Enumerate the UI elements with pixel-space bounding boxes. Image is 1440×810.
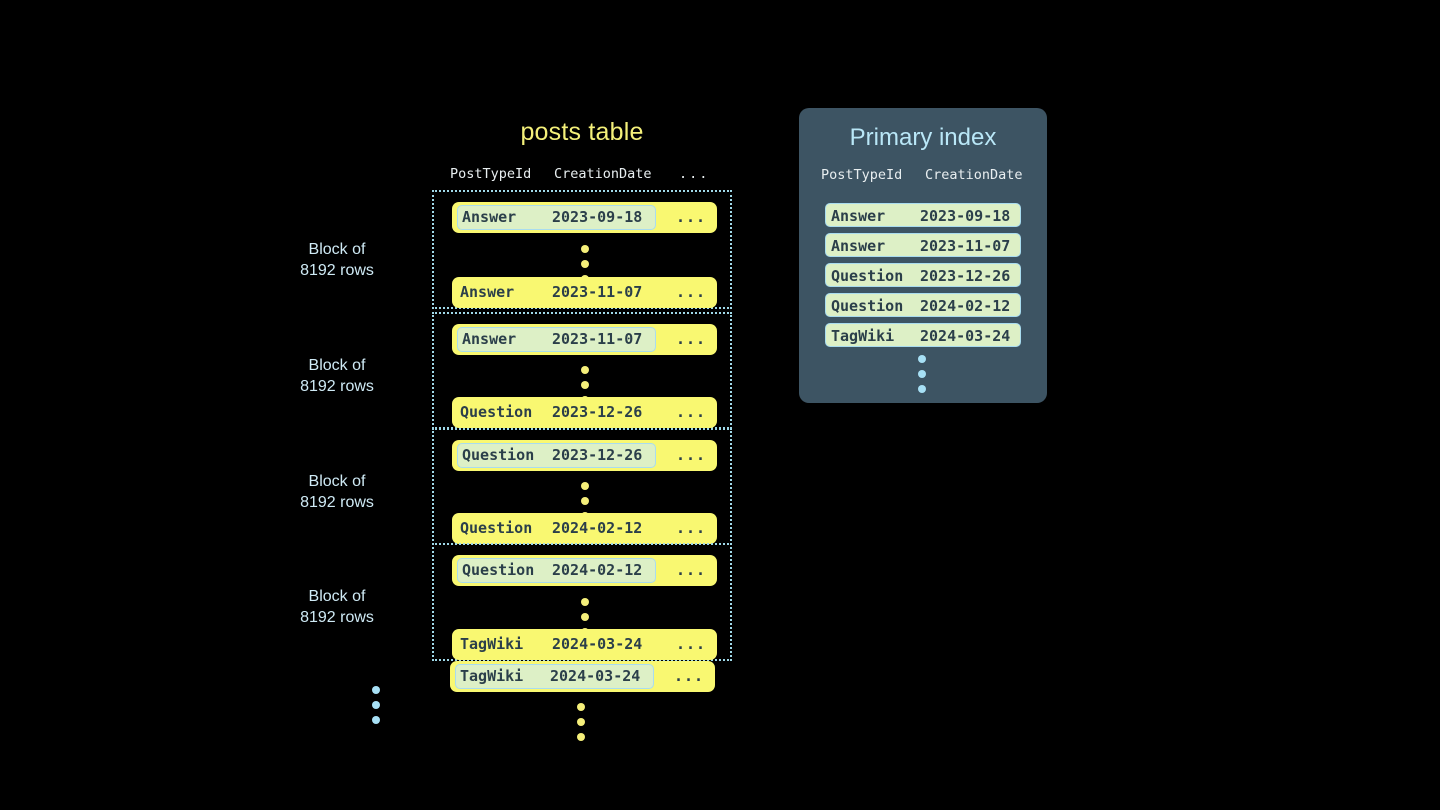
index-mark-row: Question 2024-02-12 [825, 293, 1021, 317]
index-row-creation-date: 2023-09-18 [920, 207, 1011, 225]
index-row-creation-date: 2024-02-12 [920, 297, 1011, 315]
index-mark-row: Answer 2023-11-07 [825, 233, 1021, 257]
index-mark-highlight [457, 558, 656, 583]
row-creation-date: 2024-03-24 [552, 635, 643, 653]
block-2: Answer 2023-11-07 ... Question 2023-12-2… [432, 312, 732, 429]
index-row-post-type-id: TagWiki [831, 327, 895, 345]
primary-index-title: Primary index [849, 124, 997, 151]
row-creation-date: 2023-09-18 [552, 208, 643, 226]
table-row: Answer 2023-11-07 ... [452, 277, 717, 308]
index-mark-row: Answer 2023-09-18 [825, 203, 1021, 227]
row-creation-date: 2023-11-07 [552, 283, 643, 301]
row-post-type-id: Answer [460, 283, 515, 301]
row-post-type-id: Answer [462, 208, 517, 226]
index-mark-highlight [457, 327, 656, 352]
row-more: ... [676, 519, 707, 537]
index-row-creation-date: 2023-12-26 [920, 267, 1011, 285]
column-header-more: ... [679, 166, 710, 182]
row-more: ... [676, 330, 707, 348]
row-creation-date: 2023-12-26 [552, 403, 643, 421]
column-header-post-type-id: PostTypeId [450, 166, 532, 182]
row-post-type-id: Question [460, 403, 533, 421]
row-more: ... [676, 403, 707, 421]
posts-table-title: posts table [520, 118, 644, 146]
index-column-header-post-type-id: PostTypeId [821, 167, 903, 183]
column-header-creation-date: CreationDate [554, 166, 652, 182]
block-1: Answer 2023-09-18 ... Answer 2023-11-07 … [432, 190, 732, 309]
index-mark-row: TagWiki 2024-03-24 [825, 323, 1021, 347]
primary-index-panel: Primary index PostTypeId CreationDate An… [799, 108, 1047, 403]
row-more: ... [676, 561, 707, 579]
block-label-1: Block of 8192 rows [300, 241, 374, 279]
row-more: ... [676, 446, 707, 464]
table-row: Question 2023-12-26 ... [452, 440, 717, 471]
index-column-header-creation-date: CreationDate [925, 167, 1023, 183]
index-mark-highlight [457, 443, 656, 468]
index-mark-highlight [455, 664, 654, 689]
index-mark-row: Question 2023-12-26 [825, 263, 1021, 287]
table-row-trailing: TagWiki 2024-03-24 ... [450, 661, 715, 692]
row-post-type-id: Question [462, 446, 535, 464]
block-3: Question 2023-12-26 ... Question 2024-02… [432, 428, 732, 545]
row-more: ... [676, 283, 707, 301]
block-4: Question 2024-02-12 ... TagWiki 2024-03-… [432, 543, 732, 661]
index-row-post-type-id: Question [831, 297, 904, 315]
row-creation-date: 2023-11-07 [552, 330, 643, 348]
table-bottom-ellipsis [577, 703, 587, 748]
row-post-type-id: Answer [462, 330, 517, 348]
row-post-type-id: Question [460, 519, 533, 537]
table-row: Answer 2023-09-18 ... [452, 202, 717, 233]
table-row: Question 2023-12-26 ... [452, 397, 717, 428]
row-more: ... [676, 208, 707, 226]
table-row: Question 2024-02-12 ... [452, 513, 717, 544]
index-bottom-ellipsis [918, 355, 928, 400]
table-row: Question 2024-02-12 ... [452, 555, 717, 586]
row-post-type-id: TagWiki [460, 667, 524, 685]
row-creation-date: 2023-12-26 [552, 446, 643, 464]
row-post-type-id: TagWiki [460, 635, 524, 653]
row-more: ... [676, 635, 707, 653]
index-row-post-type-id: Answer [831, 207, 886, 225]
index-row-creation-date: 2023-11-07 [920, 237, 1011, 255]
row-creation-date: 2024-03-24 [550, 667, 641, 685]
index-mark-highlight [457, 205, 656, 230]
row-post-type-id: Question [462, 561, 535, 579]
block-label-4: Block of 8192 rows [300, 588, 374, 626]
table-row: Answer 2023-11-07 ... [452, 324, 717, 355]
table-row: TagWiki 2024-03-24 ... [452, 629, 717, 660]
index-row-post-type-id: Answer [831, 237, 886, 255]
block-label-3: Block of 8192 rows [300, 473, 374, 511]
row-creation-date: 2024-02-12 [552, 561, 643, 579]
row-more: ... [674, 667, 705, 685]
blocks-continue-ellipsis [372, 686, 382, 731]
row-creation-date: 2024-02-12 [552, 519, 643, 537]
block-label-2: Block of 8192 rows [300, 357, 374, 395]
index-row-post-type-id: Question [831, 267, 904, 285]
index-row-creation-date: 2024-03-24 [920, 327, 1011, 345]
